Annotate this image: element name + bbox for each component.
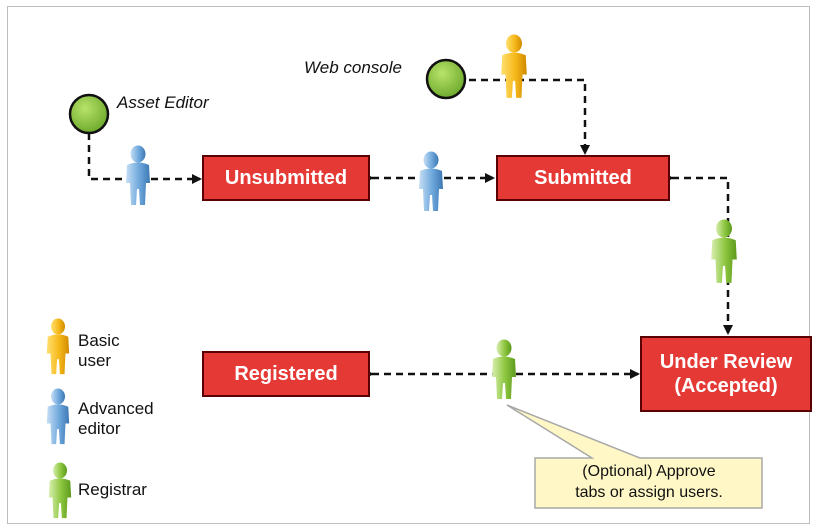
state-registered-label: Registered: [234, 363, 338, 385]
advanced-editor-person-icon: [126, 145, 150, 205]
state-submitted-label: Submitted: [534, 167, 632, 189]
asset-editor-source-icon: [68, 93, 110, 135]
state-under-review-sublabel: (Accepted): [674, 375, 778, 397]
web-console-to-submitted-arrow: [469, 78, 590, 155]
state-under-review-label: Under Review: [659, 351, 793, 373]
legend-registrar-icon: [48, 462, 72, 519]
state-under-review: Under Review (Accepted): [640, 336, 812, 412]
registrar-person-icon: [492, 339, 516, 399]
advanced-editor-person-icon: [419, 151, 443, 211]
registrar-person-icon: [711, 219, 737, 283]
web-console-label: Web console: [304, 58, 402, 77]
callout-shape: [506, 404, 763, 509]
legend-basic-user-label: Basic user: [78, 331, 120, 371]
diagram-frame: [7, 6, 810, 524]
web-console-source-icon: [425, 58, 467, 100]
legend-advanced-editor-label: Advanced editor: [78, 399, 154, 439]
asset-editor-to-unsubmitted-arrow: [87, 133, 202, 184]
state-unsubmitted-label: Unsubmitted: [224, 167, 348, 189]
legend-advanced-editor-icon: [46, 388, 70, 445]
state-registered: Registered: [202, 351, 370, 397]
state-submitted: Submitted: [496, 155, 670, 201]
state-unsubmitted: Unsubmitted: [202, 155, 370, 201]
basic-user-person-icon: [501, 34, 527, 98]
callout-text: (Optional) Approve tabs or assign users.: [575, 463, 723, 501]
legend-registrar-label: Registrar: [78, 480, 147, 499]
asset-editor-label: Asset Editor: [117, 93, 209, 112]
legend-basic-user-icon: [46, 318, 70, 375]
